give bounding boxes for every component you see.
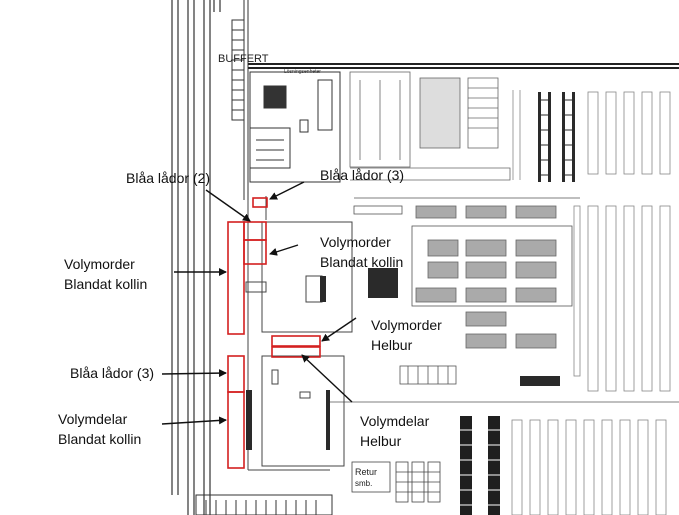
label-volymorder-helbur-2: Helbur <box>371 337 413 353</box>
middle-outlines <box>330 197 679 403</box>
top-shelving <box>349 71 511 181</box>
box-volymdelar-helbur <box>271 346 321 358</box>
bottom-right-shelves <box>511 419 667 515</box>
retur-sub-label: smb. <box>355 479 372 488</box>
box-volymdelar-blandat <box>227 391 245 469</box>
label-volymorder-helbur-1: Volymorder <box>371 317 442 333</box>
label-volymorder-blandat-left-1: Volymorder <box>64 256 135 272</box>
label-blaa-ladr-3-left: Blåa lådor (3) <box>70 365 155 381</box>
label-volymorder-blandat-right-1: Volymorder <box>320 234 391 250</box>
label-volymdelar-helbur-2: Helbur <box>360 433 402 449</box>
callout-arrows <box>161 181 357 425</box>
label-volymorder-blandat-left-2: Blandat kollin <box>64 276 148 292</box>
box-blaa-ladr-3-top <box>252 197 268 208</box>
highlight-boxes <box>227 197 321 469</box>
arrow-volymdelar-helbur <box>301 354 353 403</box>
bottom-base <box>195 494 333 515</box>
label-blaa-ladr-3-top: Blåa lådor (3) <box>320 167 405 183</box>
right-long-shelves <box>573 205 671 392</box>
label-volymorder-blandat-right-2: Blandat kollin <box>320 254 404 270</box>
middle-dark-block <box>368 268 560 386</box>
box-volymorder-blandat-left <box>227 221 245 335</box>
label-volymdelar-blandat-2: Blandat kollin <box>58 431 142 447</box>
room-label: Lösningsenheter <box>284 69 321 75</box>
arrow-blaa-ladr-3-left <box>161 369 227 378</box>
top-dark-racks <box>538 92 575 182</box>
left-corridor-lines <box>171 0 221 515</box>
arrow-volymorder-blandat-right <box>269 244 299 256</box>
office-room <box>249 71 341 183</box>
label-volymdelar-blandat-1: Volymdelar <box>58 411 128 427</box>
middle-racks <box>415 205 557 349</box>
top-dark-rack-rungs <box>538 99 575 176</box>
inner-zone-dark <box>246 276 330 450</box>
label-volymdelar-helbur-1: Volymdelar <box>360 413 430 429</box>
label-blaa-ladr-2: Blåa lådor (2) <box>126 170 211 186</box>
arrow-blaa-ladr-2 <box>205 189 251 222</box>
retur-label: Retur <box>355 467 377 477</box>
arrow-volymorder-helbur <box>321 317 357 342</box>
ladder-structure <box>231 0 249 200</box>
buffert-label: BUFFERT <box>218 53 269 65</box>
top-right-shelves <box>512 90 671 180</box>
arrow-blaa-ladr-3-top <box>269 181 305 200</box>
box-volymorder-helbur <box>271 335 321 347</box>
arrow-volymdelar-blandat <box>161 416 227 425</box>
retur-area <box>351 461 441 503</box>
bottom-rack-rungs <box>460 429 500 506</box>
top-wall <box>248 63 679 69</box>
